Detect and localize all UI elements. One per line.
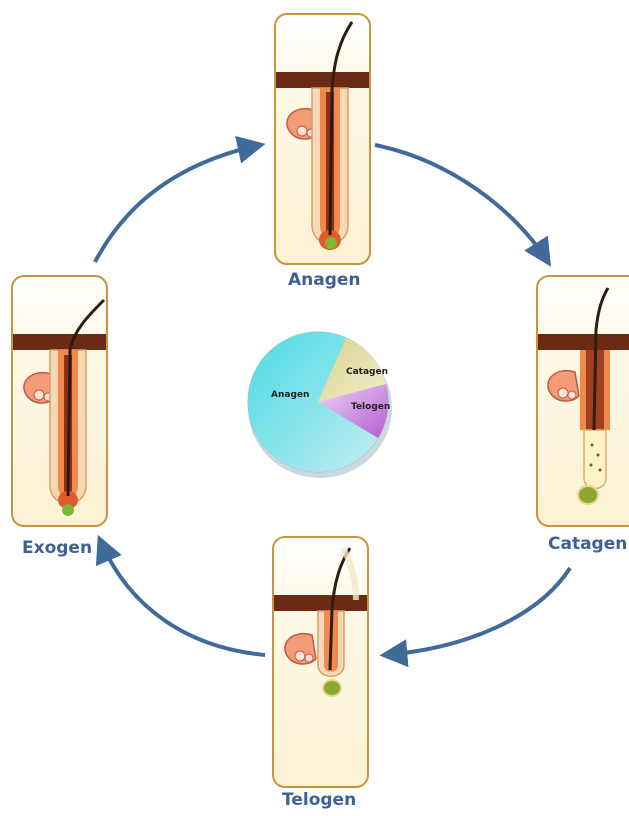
label-catagen: Catagen — [548, 534, 627, 554]
catagen-follicle-panel — [537, 276, 629, 526]
telogen-follicle-panel — [273, 537, 368, 787]
label-telogen: Telogen — [282, 790, 356, 810]
pie-label-telogen: Telogen — [351, 402, 390, 412]
exogen-follicle-panel — [12, 276, 107, 526]
pie-label-catagen: Catagen — [346, 367, 388, 377]
arrow-catagen-to-telogen — [385, 568, 570, 655]
pie-label-anagen: Anagen — [271, 390, 309, 400]
arrow-anagen-to-catagen — [375, 145, 548, 262]
anagen-follicle-panel — [275, 14, 370, 264]
arrow-telogen-to-exogen — [100, 540, 265, 655]
label-exogen: Exogen — [22, 538, 92, 558]
label-anagen: Anagen — [288, 270, 361, 290]
arrow-exogen-to-anagen — [95, 145, 260, 262]
